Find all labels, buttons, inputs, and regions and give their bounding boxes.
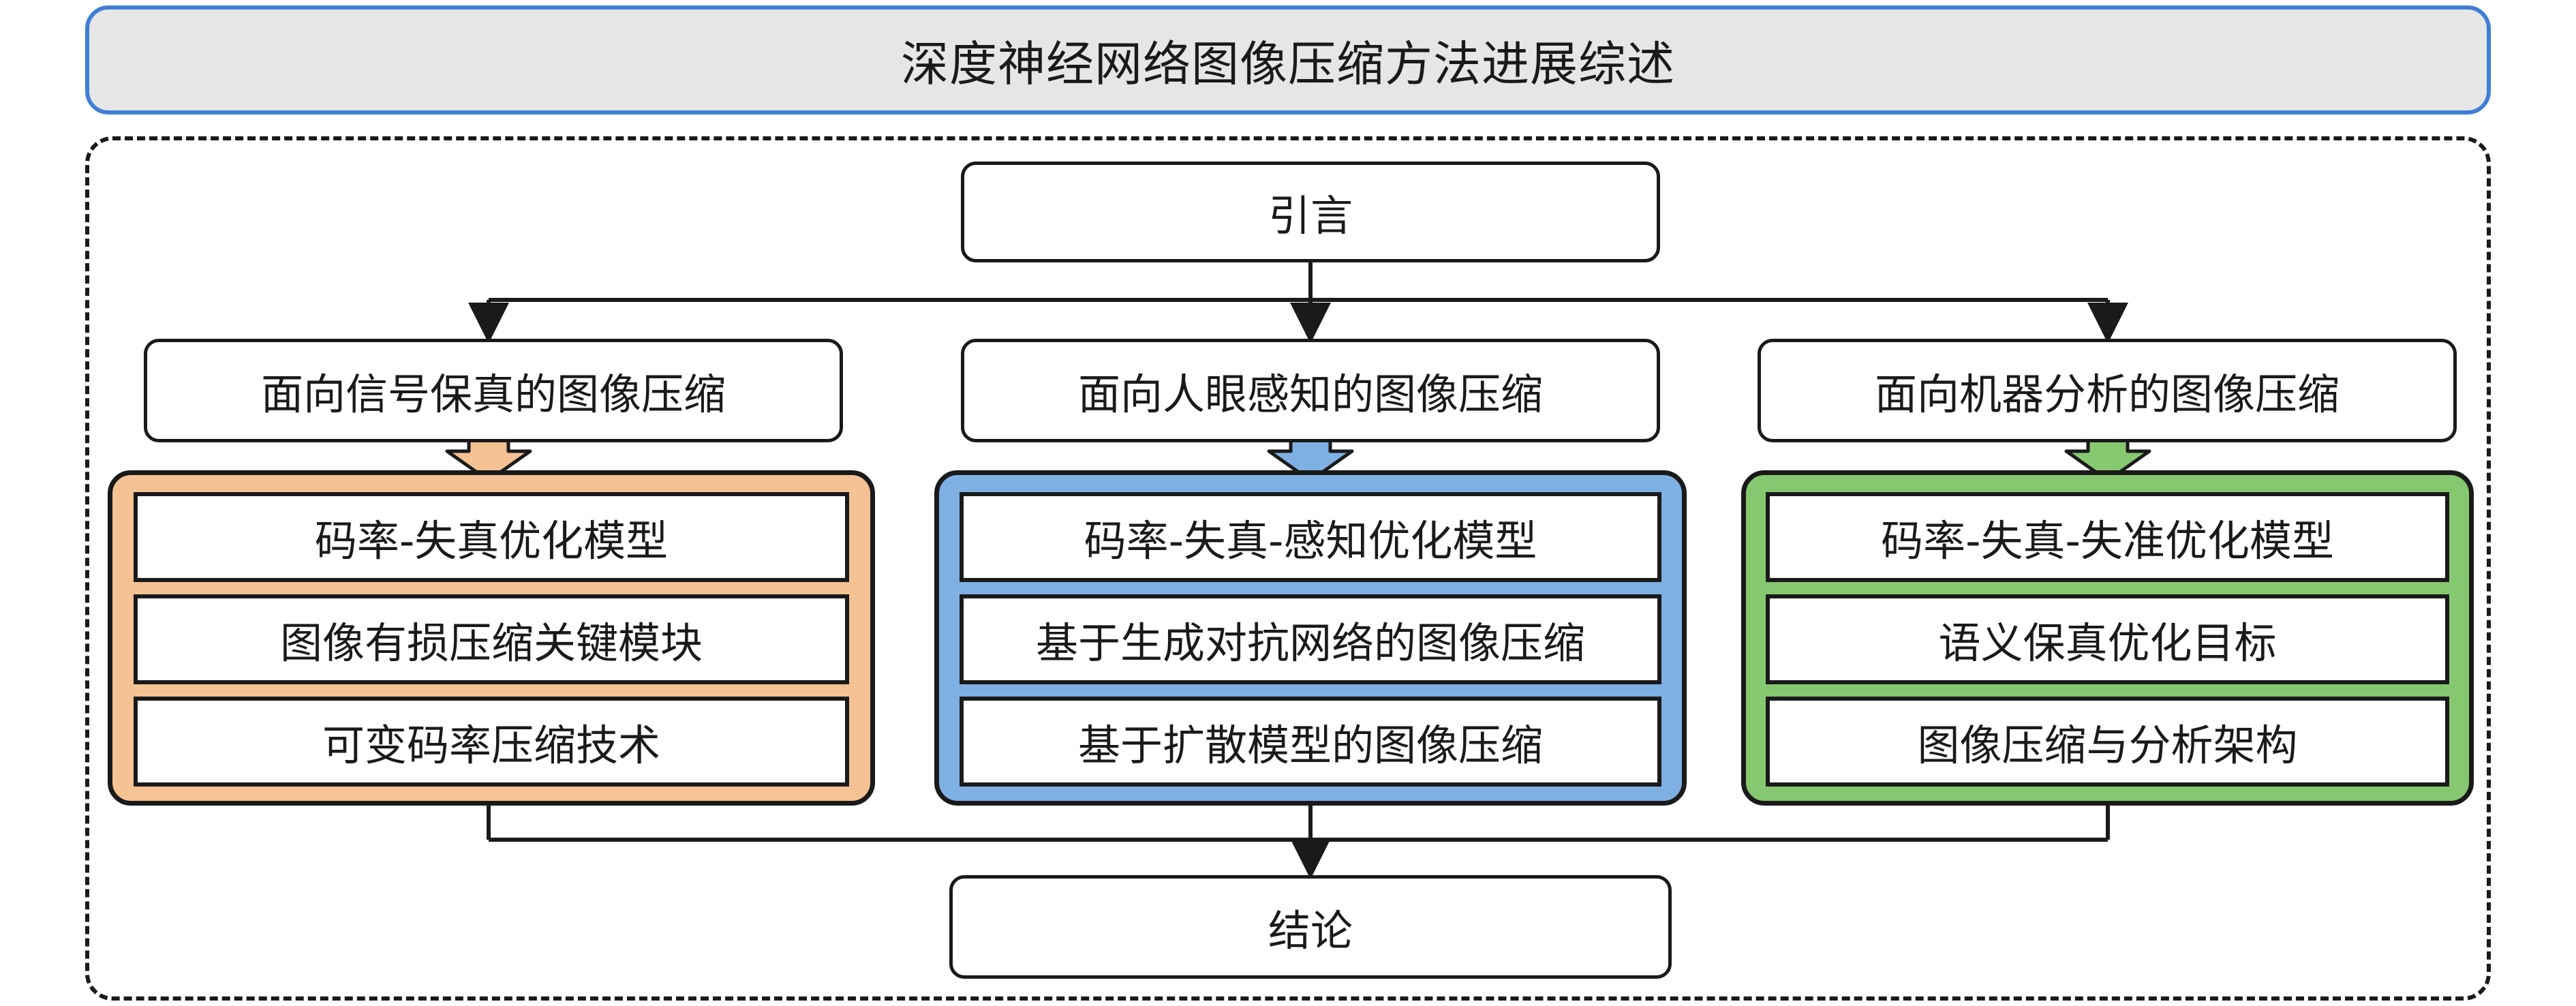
branch-header-signal-fidelity: 面向信号保真的图像压缩 xyxy=(144,339,843,442)
dashed-outline-frame xyxy=(85,136,2491,1001)
branch-header-machine-analysis: 面向机器分析的图像压缩 xyxy=(1758,339,2457,442)
group1-item-1: 码率-失真优化模型 xyxy=(134,492,849,582)
conclusion-node: 结论 xyxy=(949,875,1672,979)
branch-header-human-perception: 面向人眼感知的图像压缩 xyxy=(961,339,1660,442)
intro-node: 引言 xyxy=(961,162,1660,262)
diagram-title: 深度神经网络图像压缩方法进展综述 xyxy=(85,5,2491,115)
group3-item-1: 码率-失真-失准优化模型 xyxy=(1766,492,2449,582)
group2-item-1: 码率-失真-感知优化模型 xyxy=(960,492,1661,582)
group1-item-3: 可变码率压缩技术 xyxy=(134,697,849,787)
group1-item-2: 图像有损压缩关键模块 xyxy=(134,594,849,684)
group2-item-3: 基于扩散模型的图像压缩 xyxy=(960,697,1661,787)
group3-item-2: 语义保真优化目标 xyxy=(1766,594,2449,684)
group2-item-2: 基于生成对抗网络的图像压缩 xyxy=(960,594,1661,684)
group3-item-3: 图像压缩与分析架构 xyxy=(1766,697,2449,787)
